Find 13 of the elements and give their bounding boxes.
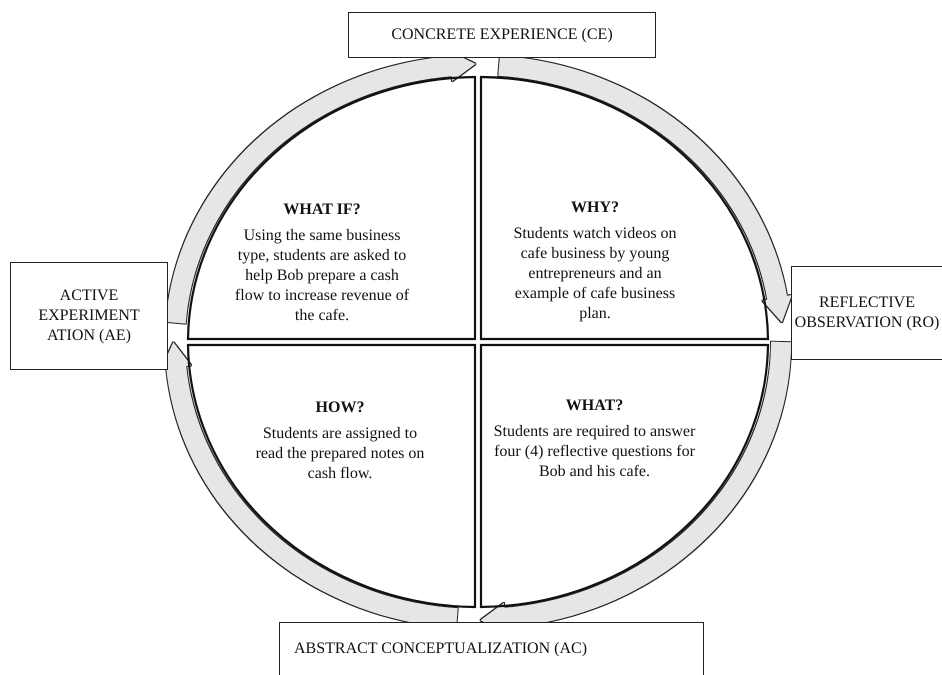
stage-box: ACTIVE EXPERIMENT ATION (AE) — [10, 262, 168, 370]
quadrant-text: Students watch videos on cafe business by young entrepreneurs and an example of cafe business plan. — [512, 224, 678, 324]
quadrant-text: Students are assigned to read the prepared notes on cash flow. — [254, 424, 426, 484]
quadrant-heading: WHAT IF? — [282, 200, 362, 220]
quadrant-text: Using the same business type, students are asked to help Bob prepare a cash flow to increase revenue of the cafe. — [234, 226, 410, 326]
stage-box: ABSTRACT CONCEPTUALIZATION (AC) — [279, 622, 704, 675]
quadrant-heading: WHY? — [570, 198, 620, 218]
quadrant-heading: HOW? — [314, 398, 366, 418]
stage-box: CONCRETE EXPERIENCE (CE) — [348, 12, 656, 58]
quadrant-heading: WHAT? — [564, 396, 624, 416]
quadrant-text: Students are required to answer four (4) reflective questions for Bob and his cafe. — [492, 422, 696, 482]
stage-box: REFLECTIVE OBSERVATION (RO) — [791, 266, 942, 360]
curved-block-arrow — [498, 56, 792, 322]
